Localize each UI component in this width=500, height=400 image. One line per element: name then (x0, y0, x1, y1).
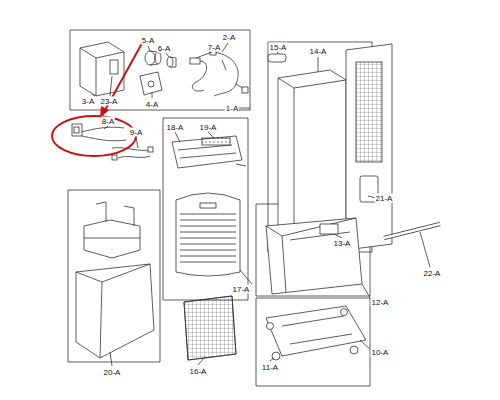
callout-number: 11-A (261, 363, 279, 372)
callout-number: 10-A (371, 348, 390, 357)
callout-number: 7-A (207, 43, 221, 52)
group-frame (163, 118, 248, 300)
callout-number: 3-A (81, 97, 95, 106)
callout-number: 2-A (222, 33, 236, 42)
callout-number: 1-A (225, 104, 239, 113)
callout-number: 20-A (103, 368, 122, 377)
callout-number: 6-A (157, 44, 171, 53)
callout-number: 16-A (189, 367, 208, 376)
callout-number: 23-A (100, 97, 119, 106)
callout-number: 15-A (269, 43, 288, 52)
callout-number: 13-A (333, 239, 352, 248)
callout-number: 8-A (101, 117, 115, 126)
group-frame (68, 190, 160, 362)
callout-number: 12-A (371, 298, 390, 307)
callout-number: 9-A (129, 128, 143, 137)
callout-number: 19-A (199, 123, 218, 132)
callout-number: 18-A (166, 123, 185, 132)
group-frame (256, 298, 370, 386)
callout-number: 21-A (375, 194, 394, 203)
callout-number: 22-A (423, 269, 442, 278)
group-frame (70, 30, 250, 110)
callout-number: 17-A (232, 285, 251, 294)
callout-number: 5-A (141, 36, 155, 45)
callout-number: 4-A (145, 100, 159, 109)
callout-number: 14-A (309, 47, 328, 56)
highlight-ring (52, 116, 136, 156)
